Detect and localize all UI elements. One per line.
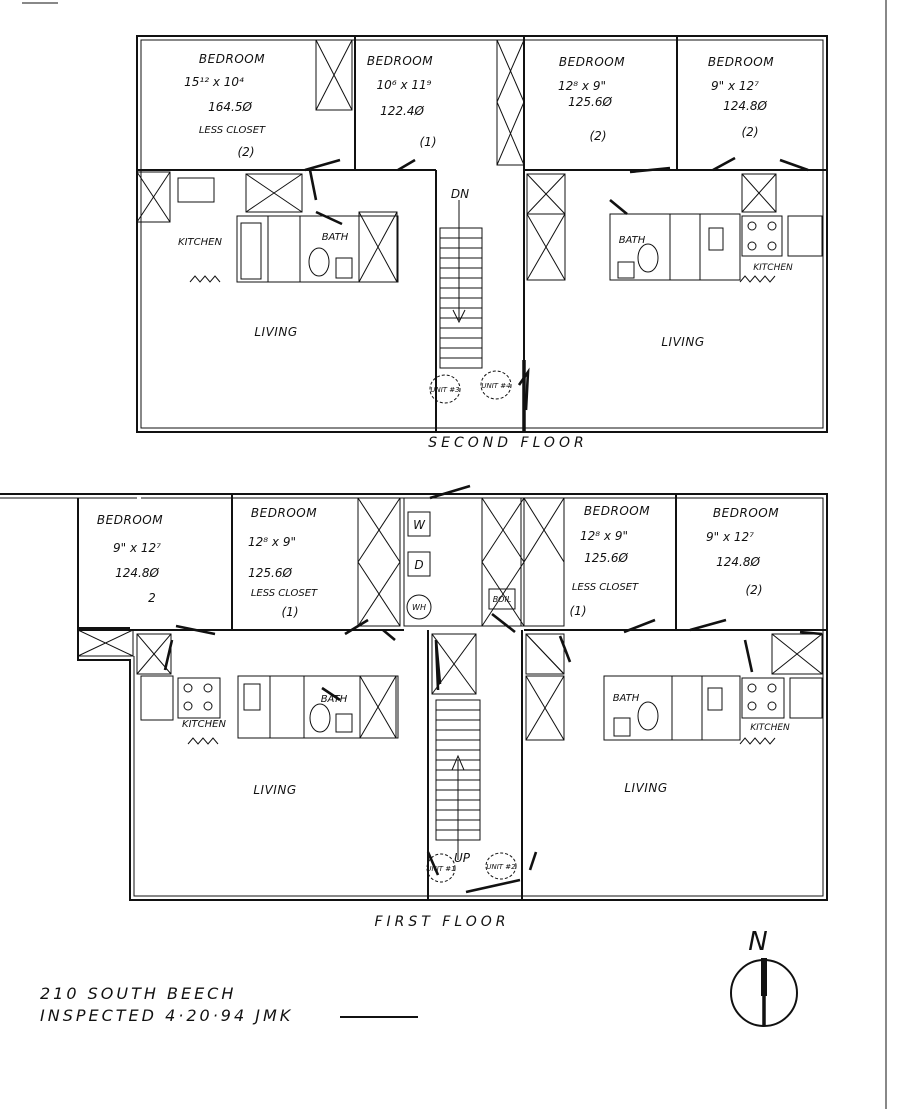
svg-text:15¹² x 10⁴: 15¹² x 10⁴: [184, 75, 244, 89]
dryer: [407, 551, 431, 577]
svg-text:12⁸ x 9": 12⁸ x 9": [558, 79, 606, 93]
svg-text:BEDROOM: BEDROOM: [251, 506, 317, 520]
second-floor-living-left: LIVING: [254, 325, 297, 339]
svg-text:BEDROOM: BEDROOM: [708, 55, 774, 69]
first-floor-living-left: LIVING: [253, 783, 296, 797]
washer: [407, 511, 431, 537]
unit-1-bubble: [426, 853, 456, 883]
svg-text:(2): (2): [746, 583, 763, 597]
dryer-label: D: [414, 558, 423, 572]
utility-room: [403, 497, 522, 627]
first-floor-plan: [0, 484, 828, 901]
unit-4-bubble: [480, 370, 512, 400]
svg-text:BEDROOM: BEDROOM: [559, 55, 625, 69]
svg-text:BEDROOM: BEDROOM: [199, 52, 265, 66]
water-heater: [406, 594, 432, 620]
svg-text:2: 2: [148, 591, 156, 605]
svg-text:(1): (1): [420, 135, 437, 149]
stair-up-label: UP: [454, 851, 471, 865]
first-floor-living-right: LIVING: [624, 781, 667, 795]
first-floor-bedroom-1: BEDROOM 9" x 12⁷ 124.8Ø 2: [97, 513, 163, 605]
compass-north-label: N: [748, 927, 767, 957]
svg-text:9" x 12⁷: 9" x 12⁷: [113, 541, 161, 555]
svg-text:125.6Ø: 125.6Ø: [584, 551, 628, 565]
unit-4-label: UNIT #4: [481, 382, 510, 390]
stair-down-label: DN: [451, 187, 469, 201]
second-floor-kitchen-right: KITCHEN: [753, 263, 793, 273]
svg-text:(2): (2): [238, 145, 255, 159]
first-floor-outline: [77, 493, 828, 901]
svg-text:(1): (1): [282, 605, 299, 619]
boiler-label: BOIL: [493, 595, 512, 604]
svg-text:(2): (2): [590, 129, 607, 143]
first-floor-bath-left: BATH: [321, 694, 348, 705]
svg-text:BEDROOM: BEDROOM: [367, 54, 433, 68]
second-floor-bedroom-1: BEDROOM 15¹² x 10⁴ 164.5Ø LESS CLOSET (2…: [184, 52, 266, 159]
svg-text:164.5Ø: 164.5Ø: [208, 100, 252, 114]
second-floor-title: SECOND FLOOR: [428, 435, 587, 451]
second-floor-bath-left: BATH: [322, 232, 349, 243]
svg-text:12⁸ x 9": 12⁸ x 9": [580, 529, 628, 543]
svg-text:LESS CLOSET: LESS CLOSET: [572, 582, 639, 593]
unit-2-label: UNIT #2: [486, 863, 516, 871]
svg-text:(1): (1): [570, 604, 587, 618]
second-floor-bedroom-3: BEDROOM 12⁸ x 9" 125.6Ø (2): [558, 55, 625, 143]
boiler: [488, 588, 516, 610]
svg-text:BEDROOM: BEDROOM: [713, 506, 779, 520]
second-floor-outline: [136, 35, 828, 433]
first-floor-bedroom-3: BEDROOM 12⁸ x 9" 125.6Ø LESS CLOSET (1): [570, 504, 650, 618]
second-floor-bedroom-4: BEDROOM 9" x 12⁷ 124.8Ø (2): [708, 55, 774, 139]
first-floor-title: FIRST FLOOR: [375, 914, 510, 930]
unit-1-label: UNIT #1: [426, 865, 455, 873]
second-floor-kitchen-left: KITCHEN: [178, 237, 222, 248]
svg-text:BEDROOM: BEDROOM: [584, 504, 650, 518]
inspection-note: INSPECTED 4·20·94 JMK: [40, 1006, 293, 1025]
second-floor-plan: [136, 35, 828, 433]
svg-text:124.8Ø: 124.8Ø: [115, 566, 159, 580]
svg-text:125.6Ø: 125.6Ø: [568, 95, 612, 109]
unit-3-bubble: [429, 374, 461, 404]
svg-text:124.8Ø: 124.8Ø: [716, 555, 760, 569]
first-floor-bedroom-4: BEDROOM 9" x 12⁷ 124.8Ø (2): [706, 506, 779, 597]
address-label: 210 SOUTH BEECH: [40, 984, 236, 1003]
second-floor-living-right: LIVING: [661, 335, 704, 349]
svg-text:10⁶ x 11⁹: 10⁶ x 11⁹: [377, 78, 432, 92]
svg-text:9" x 12⁷: 9" x 12⁷: [706, 530, 754, 544]
svg-text:122.4Ø: 122.4Ø: [380, 104, 424, 118]
svg-text:BEDROOM: BEDROOM: [97, 513, 163, 527]
first-floor-kitchen-right: KITCHEN: [750, 723, 790, 733]
svg-text:125.6Ø: 125.6Ø: [248, 566, 292, 580]
second-floor-bath-right: BATH: [619, 235, 646, 246]
svg-text:(2): (2): [742, 125, 759, 139]
washer-label: W: [413, 518, 426, 532]
svg-text:12⁸ x 9": 12⁸ x 9": [248, 535, 296, 549]
svg-text:124.8Ø: 124.8Ø: [723, 99, 767, 113]
unit-3-label: UNIT #3: [430, 386, 459, 394]
unit-2-bubble: [485, 852, 517, 880]
svg-text:LESS CLOSET: LESS CLOSET: [199, 125, 266, 136]
second-floor-bedroom-2: BEDROOM 10⁶ x 11⁹ 122.4Ø (1): [367, 54, 437, 149]
first-floor-bedroom-2: BEDROOM 12⁸ x 9" 125.6Ø LESS CLOSET (1): [248, 506, 318, 619]
first-floor-kitchen-left: KITCHEN: [182, 719, 226, 730]
water-heater-label: WH: [412, 603, 426, 612]
svg-text:LESS CLOSET: LESS CLOSET: [251, 588, 318, 599]
north-arrow-icon: N: [730, 927, 798, 1027]
first-floor-bath-right: BATH: [613, 693, 640, 704]
svg-text:9" x 12⁷: 9" x 12⁷: [711, 79, 759, 93]
